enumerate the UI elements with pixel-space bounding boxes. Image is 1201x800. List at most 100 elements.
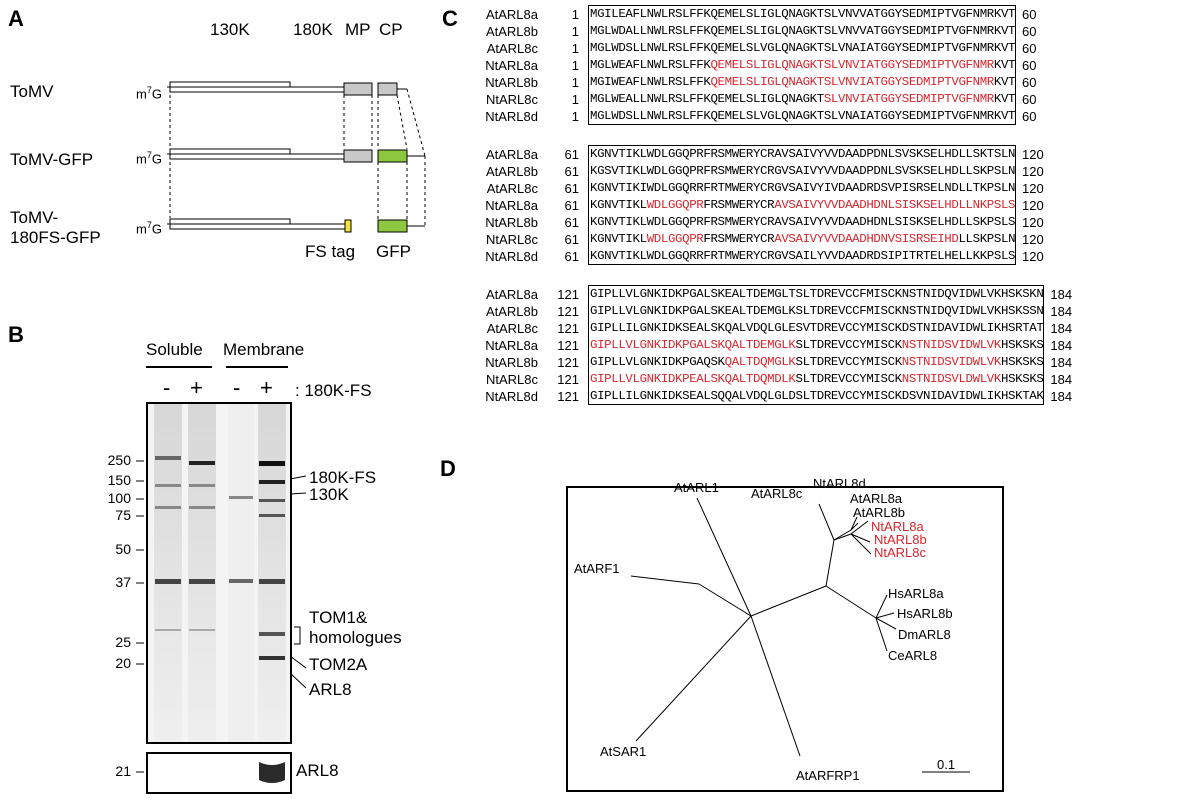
band-arl8: ARL8 (309, 680, 352, 699)
lane-condition: : 180K-FS (295, 381, 372, 400)
band-tom1: TOM1& (309, 608, 368, 627)
sequence-start: 61 (564, 232, 579, 247)
sequence-name: NtARL8d (485, 109, 538, 124)
header-130k: 130K (210, 20, 250, 39)
genome-diagrams (167, 81, 426, 233)
lane-4-sign: + (260, 375, 273, 400)
sequence-name: AtARL8a (485, 7, 538, 22)
sequence-start: 1 (571, 109, 579, 124)
sequence-end: 60 (1022, 92, 1037, 107)
mw-37: 37 (115, 574, 131, 590)
sequence-text: MGLWEAFLNWLRSLFFKQEMELSLIGLQNAGKTSLVNVIA… (590, 58, 1016, 72)
taxon-dmarl8: DmARL8 (898, 627, 951, 642)
band-180k-fs: 180K-FS (309, 468, 377, 487)
sequence-end: 60 (1022, 24, 1037, 39)
gel-image (146, 402, 292, 744)
taxon-atarl1: AtARL1 (674, 480, 719, 495)
sequence-name: NtARL8c (485, 372, 538, 387)
taxon-atarfrp1: AtARFRP1 (796, 768, 860, 783)
sequence-name: AtARL8b (485, 304, 538, 319)
sequence-text: GIPLLVLGNKIDKPGALSKEALTDEMGLKSLTDREVCCFM… (590, 304, 1044, 318)
sequence-text: GIPLLVLGNKIDKPGALSKEALTDEMGLTSLTDREVCCFM… (590, 287, 1044, 301)
sequence-text: KGNVTIKLWDLGGQPRFRSMWERYCRAVSAIVYVVDAADP… (590, 147, 1016, 161)
sequence-start: 1 (571, 7, 579, 22)
sequence-end: 184 (1050, 355, 1073, 370)
blot-arl8-label: ARL8 (296, 761, 339, 780)
sequence-start: 61 (564, 249, 579, 264)
sequence-end: 120 (1022, 181, 1044, 196)
sequence-name: NtARL8c (485, 232, 538, 247)
sequence-end: 184 (1050, 389, 1073, 404)
sequence-name: AtARL8b (485, 24, 538, 39)
mw-21: 21 (115, 763, 131, 779)
panel-d-label: D (440, 456, 456, 481)
sequence-end: 120 (1022, 215, 1044, 230)
taxon-cearl8: CeARL8 (888, 648, 938, 663)
sequence-text: MGLWEALLNWLRSLFFKQEMELSLIGLQNAGKTSLVNVIA… (590, 92, 1016, 106)
phylogenetic-tree (630, 497, 970, 773)
taxon-atsar1: AtSAR1 (600, 744, 647, 759)
band-130k: 130K (309, 485, 349, 504)
sequence-start: 1 (571, 92, 579, 107)
lane-2-sign: + (190, 375, 203, 400)
gfp-label: GFP (376, 242, 411, 261)
panel-c-label: C (442, 6, 458, 31)
alignment-row: NtARL8d 1 MGLWDSLLNWLRSLFFKQEMELSLVGLQNAGK… (440, 108, 1200, 125)
sequence-start: 121 (557, 338, 579, 353)
sequence-text: KGNVTIKIWDLGGQRRFRTMWERYCRGVSAIVYIVDAADR… (590, 181, 1016, 195)
sequence-end: 60 (1022, 58, 1037, 73)
panel-a-label: A (8, 6, 24, 31)
construct-tomv-180fs-gfp: ToMV- 180FS-GFP (10, 208, 101, 247)
sequence-text: MGLWDSLLNWLRSLFFKQEMELSLVGLQNAGKTSLVNAIA… (590, 109, 1016, 123)
sequence-name: NtARL8b (485, 75, 538, 90)
lane-1-sign: - (163, 375, 171, 400)
sequence-name: AtARL8c (486, 321, 538, 336)
alignment-row: NtARL8b 1 MGIWEAFLNWLRSLFFKQEMELSLIGLQNAGK… (440, 74, 1200, 91)
scale-bar-label: 0.1 (937, 757, 956, 772)
sequence-name: AtARL8c (486, 41, 538, 56)
sequence-name: NtARL8d (485, 389, 538, 404)
sequence-name: AtARL8a (485, 287, 538, 302)
sequence-name: NtARL8b (485, 355, 538, 370)
taxon-ntarl8a: NtARL8a (871, 519, 924, 534)
membrane-bar (226, 366, 288, 368)
sequence-text: GIPLLILGNKIDKSEALSQQALVDQLGLDSLTDREVCCYM… (590, 389, 1044, 403)
mw-250: 250 (107, 452, 131, 468)
sequence-start: 121 (557, 355, 579, 370)
membrane-label: Membrane (223, 340, 305, 359)
sequence-start: 61 (564, 164, 579, 179)
mw-50: 50 (115, 541, 131, 557)
sequence-end: 120 (1022, 232, 1044, 247)
sequence-start: 121 (557, 321, 579, 336)
sequence-text: MGIWEAFLNWLRSLFFKQEMELSLIGLQNAGKTSLVNVIA… (590, 75, 1016, 89)
sequence-name: AtARL8a (485, 147, 538, 162)
sequence-text: KGSVTIKLWDLGGQPRFRSMWERYCRGVSAIVYVVDAADP… (590, 164, 1016, 178)
header-cp: CP (379, 20, 403, 39)
construct-tomv-gfp: ToMV-GFP (10, 150, 94, 169)
sequence-start: 1 (571, 75, 579, 90)
sequence-start: 121 (557, 287, 579, 302)
taxon-ntarl8d: NtARL8d (813, 476, 866, 491)
sequence-end: 184 (1050, 372, 1073, 387)
taxon-ntarl8b: NtARL8b (874, 532, 927, 547)
sequence-text: KGNVTIKLWDLGGQPRFRSMWERYCRAVSAIVYVVDAADH… (590, 215, 1016, 229)
sequence-start: 121 (557, 304, 579, 319)
panel-b-label: B (8, 322, 24, 347)
cap-2: m7G (136, 150, 162, 167)
sequence-end: 184 (1050, 287, 1073, 302)
construct-tomv: ToMV (10, 82, 54, 101)
sequence-end: 120 (1022, 198, 1044, 213)
